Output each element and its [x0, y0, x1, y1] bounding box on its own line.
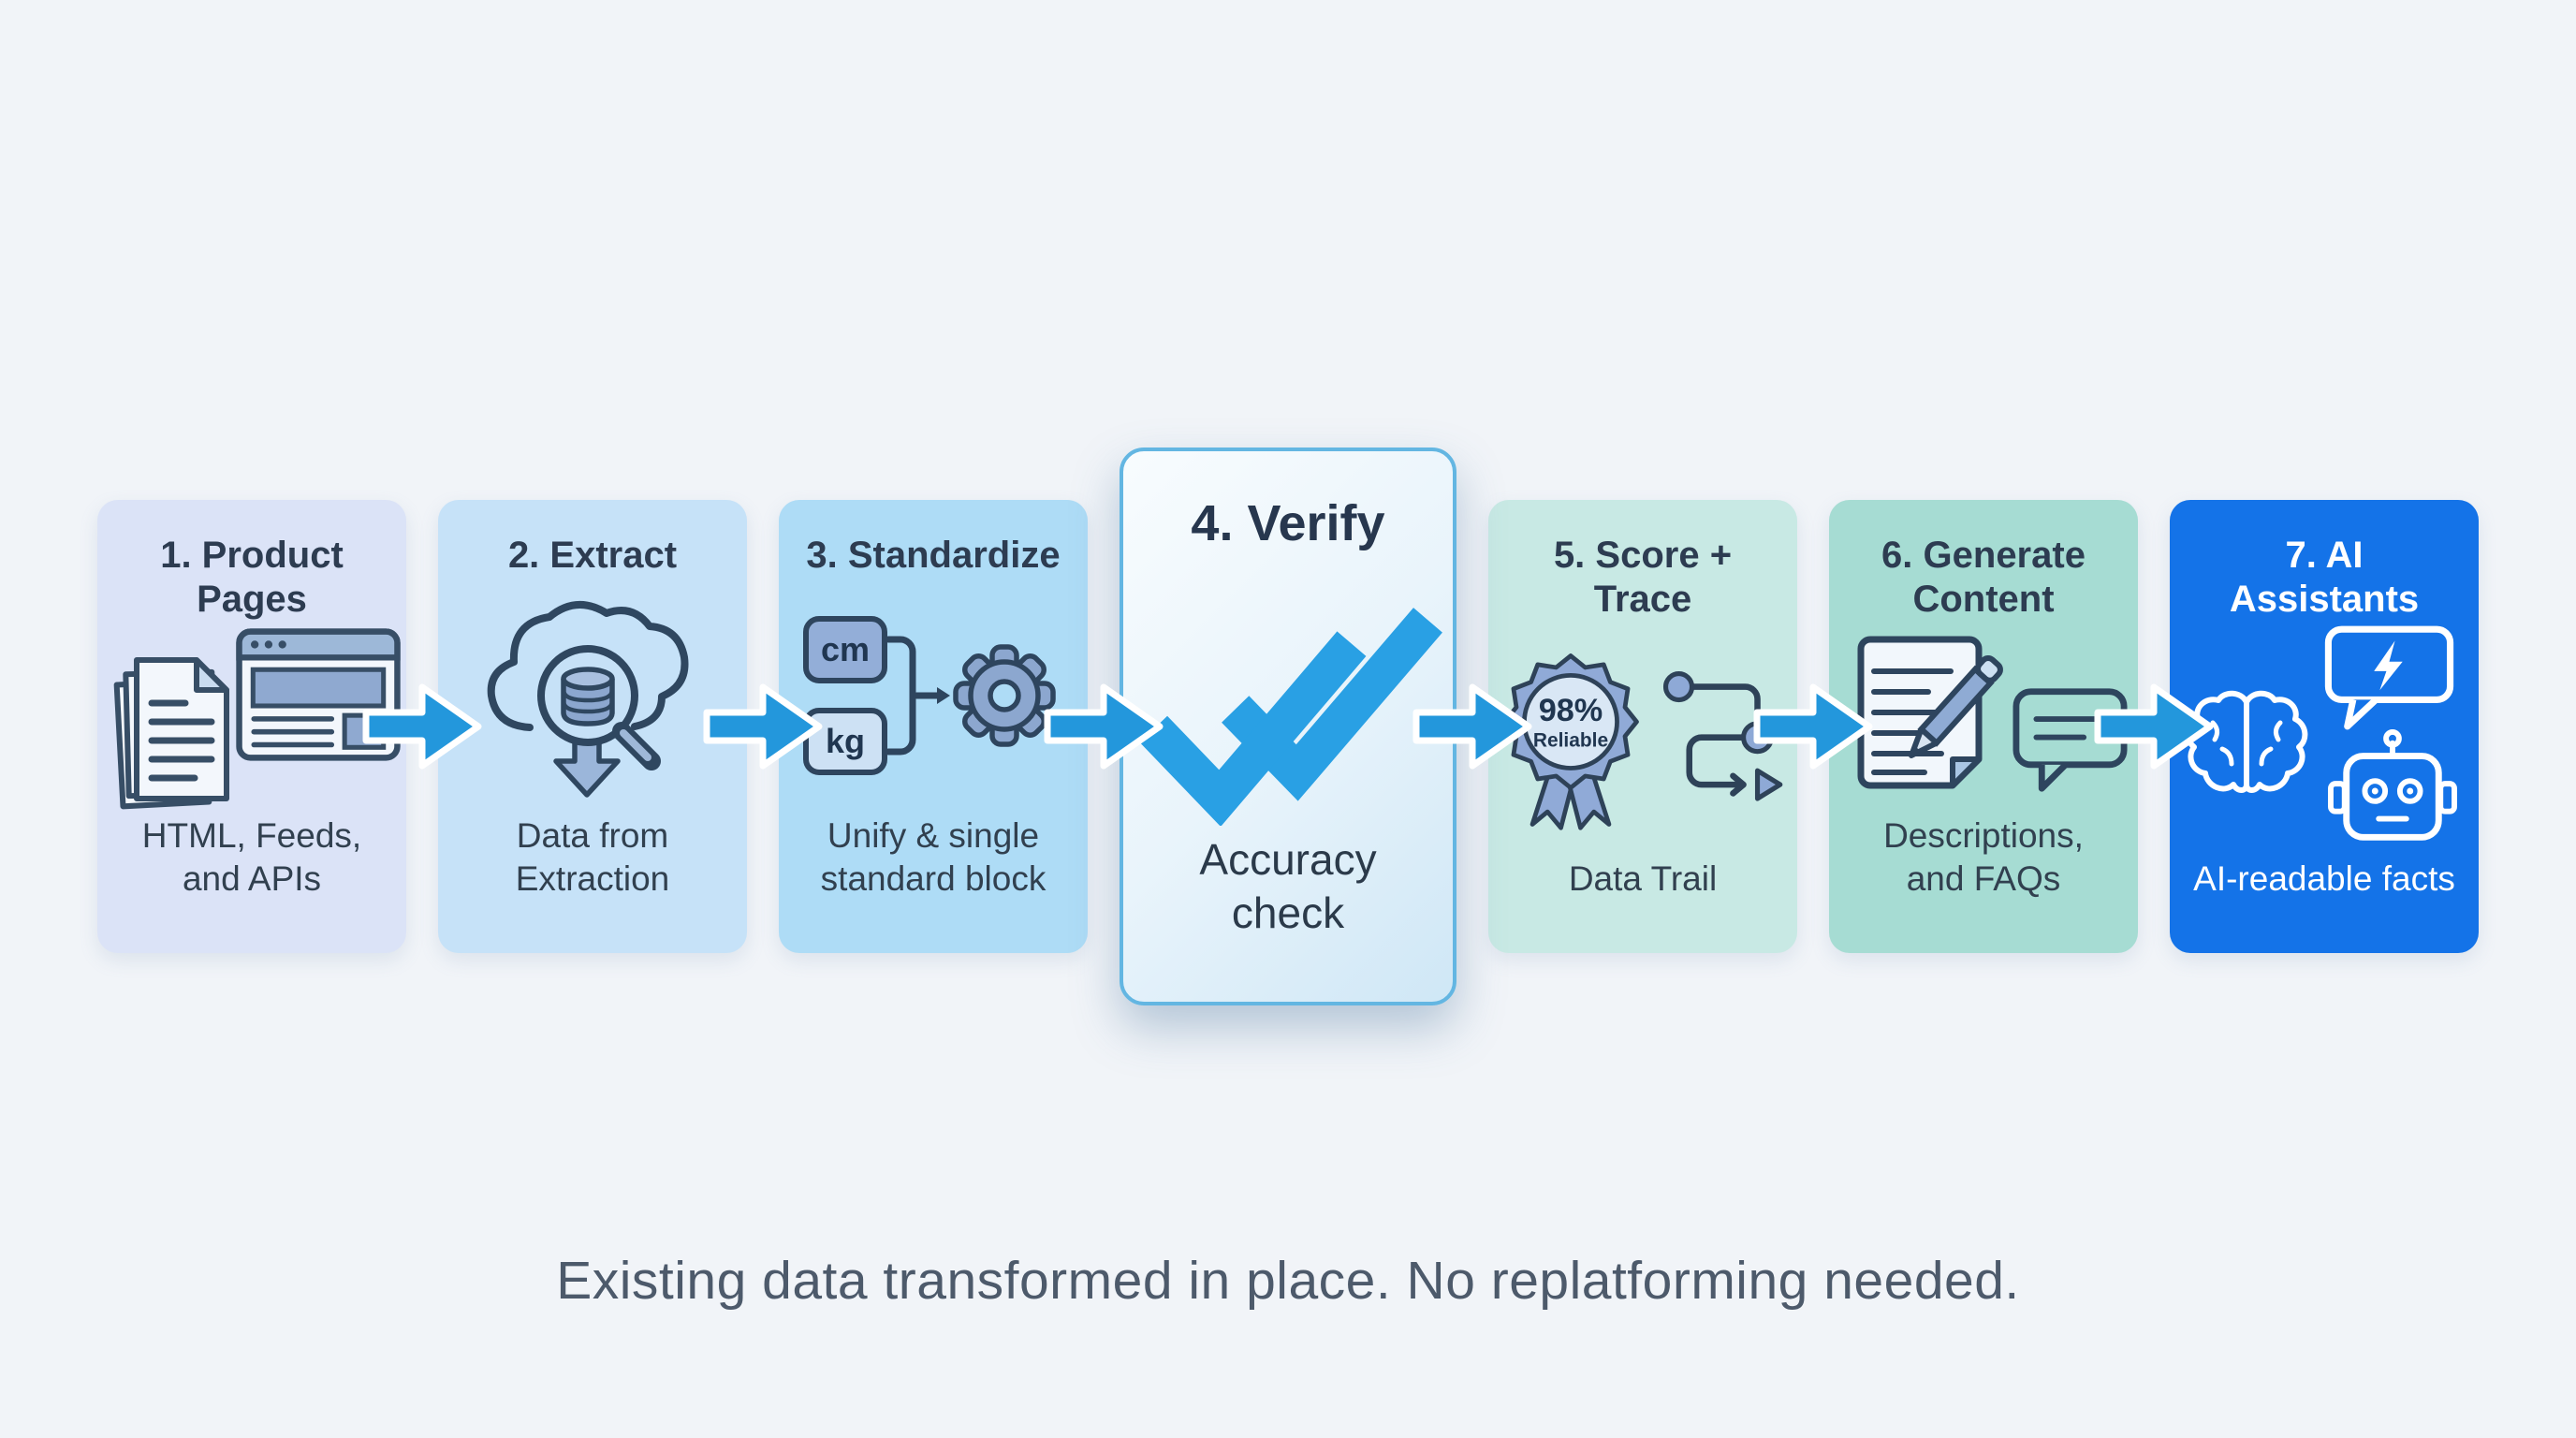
step-card-generate-content: 6. Generate Content: [1829, 500, 2138, 953]
unit-chips-icon: cm kg: [803, 616, 887, 776]
pencil-icon: [1909, 654, 2003, 758]
trace-route-icon: [1662, 670, 1783, 801]
gear-icon: [953, 644, 1056, 747]
step-card-standardize: 3. Standardize cm kg: [779, 500, 1088, 953]
step-card-extract: 2. Extract Data from Extraction: [438, 500, 747, 953]
step-subtitle: AI-readable facts: [2193, 859, 2455, 899]
lightning-bolt-icon: [2374, 640, 2403, 691]
step-title: 1. Product Pages: [160, 535, 344, 621]
step-card-ai-assistants: 7. AI Assistants: [2170, 500, 2479, 953]
flow-arrow: [1753, 678, 1873, 775]
chat-lightning-icon: [2324, 625, 2454, 730]
step-card-verify: 4. Verify Accuracy check: [1120, 448, 1456, 1005]
arrow-right-icon: [1753, 683, 1873, 770]
step-icon-zone: [2170, 622, 2479, 858]
double-check-icon: [1139, 607, 1442, 826]
step-title: 3. Standardize: [806, 535, 1061, 576]
step-subtitle: HTML, Feeds, and APIs: [141, 816, 362, 899]
step-card-product-pages: 1. Product Pages: [97, 500, 406, 953]
step-subtitle: Unify & single standard block: [820, 816, 1046, 899]
arrow-right-icon: [1044, 683, 1164, 770]
step-icon-zone: [438, 578, 747, 814]
step-icon-zone: cm kg: [779, 578, 1088, 814]
step-title: 6. Generate Content: [1881, 535, 2086, 621]
flow-arrow: [1412, 678, 1532, 775]
step-subtitle: Data from Extraction: [515, 816, 670, 899]
flow-arrow: [362, 678, 482, 775]
robot-icon: [2328, 729, 2457, 842]
step-subtitle: Accuracy check: [1199, 834, 1377, 937]
step-subtitle: Descriptions, and FAQs: [1883, 816, 2084, 899]
flow-arrow: [1044, 678, 1164, 775]
pipeline-flow-row: 1. Product Pages: [97, 448, 2479, 1005]
step-title: 7. AI Assistants: [2229, 535, 2420, 621]
step-icon-zone: [97, 622, 406, 814]
documents-icon: [113, 657, 229, 810]
merge-bracket-icon: [885, 636, 941, 756]
step-title: 5. Score + Trace: [1553, 535, 1733, 621]
unit-chip-cm: cm: [821, 630, 870, 668]
flow-arrow: [2094, 678, 2214, 775]
arrow-right-icon: [362, 683, 482, 770]
brain-icon: [2185, 691, 2308, 794]
arrow-right-icon: [1412, 683, 1532, 770]
flow-arrow: [703, 678, 823, 775]
footer-caption: Existing data transformed in place. No r…: [556, 1251, 2020, 1311]
step-title: 2. Extract: [507, 535, 678, 576]
database-icon: [561, 666, 615, 726]
cloud-data-search-icon: [487, 600, 689, 798]
arrow-right-icon: [703, 683, 823, 770]
arrow-right-icon: [2094, 683, 2214, 770]
document-pencil-icon: [1857, 636, 2003, 789]
step-icon-zone: [1829, 622, 2138, 814]
unit-chip-kg: kg: [826, 722, 865, 760]
badge-label: Reliable: [1533, 730, 1608, 752]
unit-standardize-icon: cm kg: [803, 616, 1056, 776]
step-title: 4. Verify: [1191, 495, 1385, 551]
badge-value: 98%: [1539, 693, 1603, 728]
step-subtitle: Data Trail: [1568, 859, 1718, 899]
step-icon-zone: [1123, 554, 1453, 833]
